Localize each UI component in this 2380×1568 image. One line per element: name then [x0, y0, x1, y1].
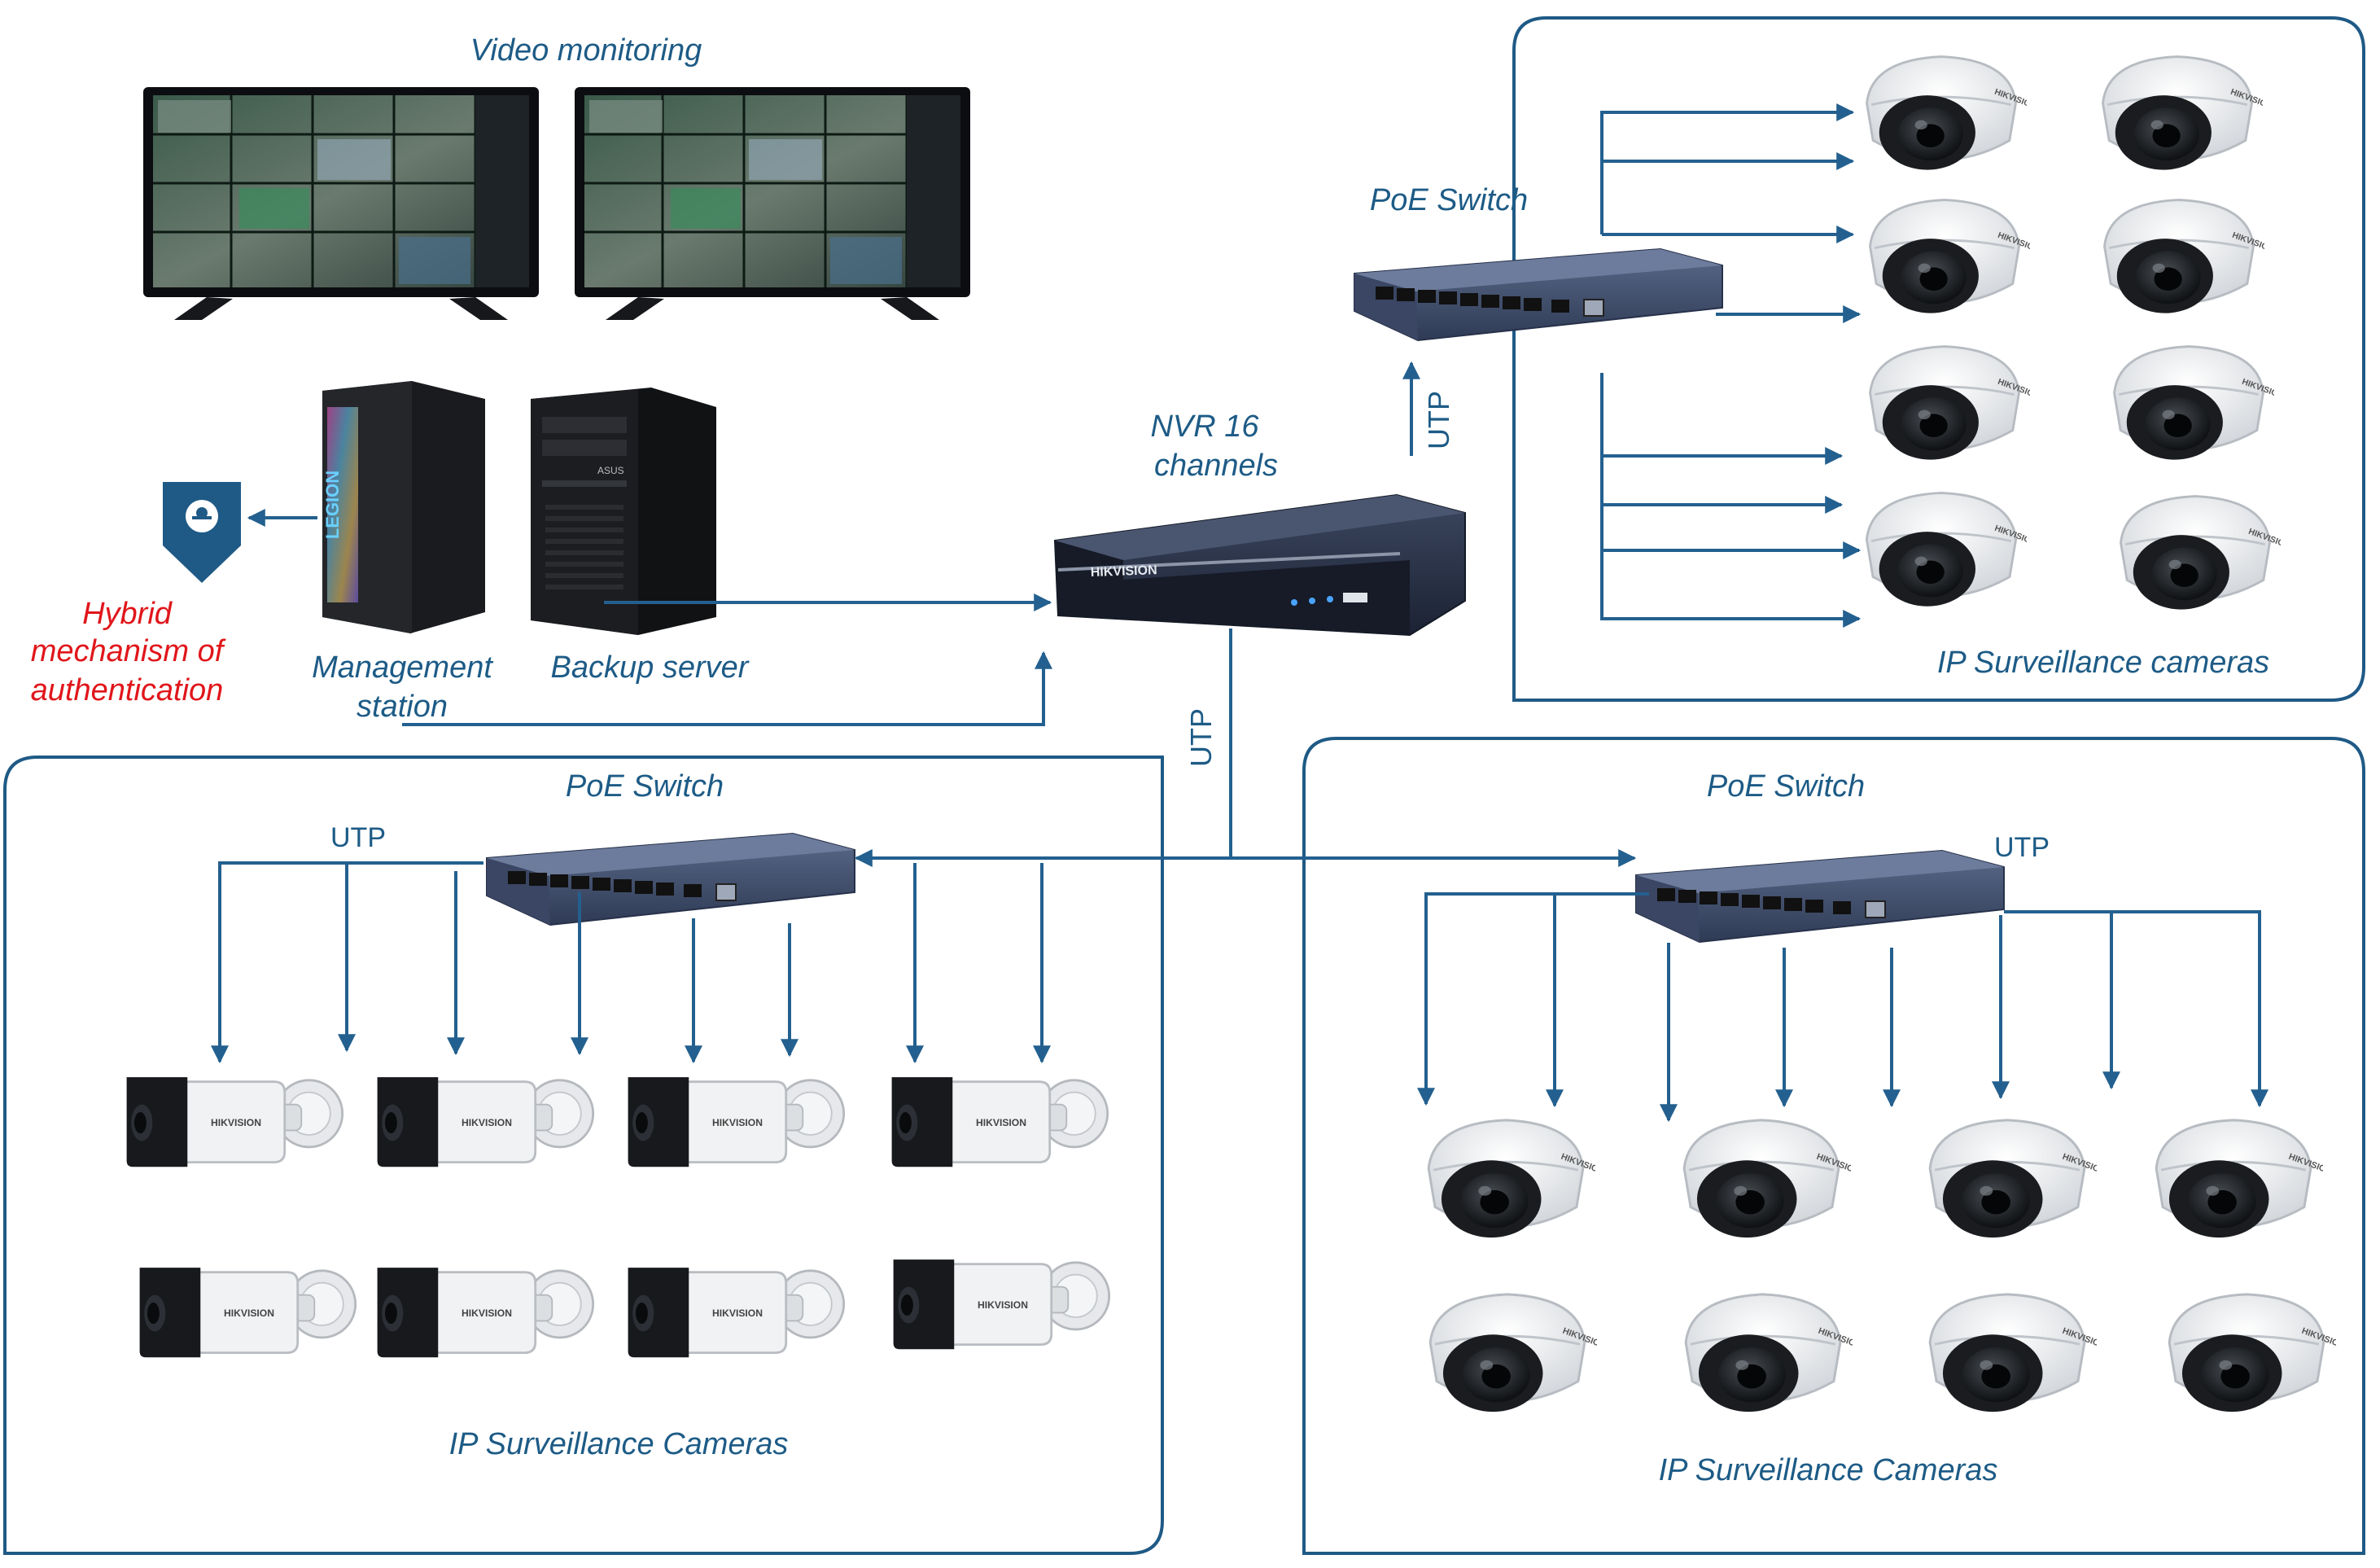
- dome-camera: [2103, 199, 2264, 315]
- monitor-right: [573, 85, 972, 322]
- nvr-recorder: HIKVISION: [1053, 493, 1466, 637]
- auth-label-2: mechanism of: [31, 634, 226, 668]
- bullet-camera: [376, 1075, 595, 1168]
- dome-camera: [2155, 1119, 2323, 1239]
- top-switch-fanout: [1600, 103, 1862, 628]
- bullet-camera: [892, 1258, 1111, 1351]
- auth-label-3: authentication: [31, 673, 224, 707]
- bullet-camera: [125, 1075, 344, 1168]
- dome-camera: [1427, 1119, 1595, 1239]
- utp-nvr-to-top-switch-label: UTP: [1422, 391, 1455, 449]
- ip-cameras-right-label: IP Surveillance Cameras: [1659, 1453, 1998, 1487]
- utp-left-label: UTP: [330, 822, 386, 853]
- dome-camera: [1928, 1119, 2097, 1239]
- left-cameras: [125, 1075, 1111, 1359]
- nvr-label-1: NVR 16: [1150, 410, 1259, 444]
- dome-camera: [1869, 199, 2030, 315]
- poe-switch-right: [1634, 849, 2006, 944]
- dome-camera: [1865, 491, 2027, 608]
- dome-camera: [2168, 1293, 2336, 1413]
- bullet-camera: [376, 1266, 595, 1359]
- bullet-camera: [890, 1075, 1109, 1168]
- dome-camera: [2120, 495, 2281, 611]
- ip-cameras-left-label: IP Surveillance Cameras: [449, 1427, 789, 1461]
- shield-pin-icon: [163, 482, 241, 583]
- poe-switch-top: [1353, 247, 1724, 342]
- auth-label-1: Hybrid: [82, 597, 173, 631]
- dome-camera: [1866, 55, 2027, 172]
- video-monitoring-label: Video monitoring: [470, 33, 702, 68]
- svg-text:LEGION: LEGION: [322, 471, 343, 539]
- poe-switch-right-label: PoE Switch: [1707, 769, 1865, 804]
- management-station-label-2: station: [357, 690, 448, 724]
- dome-camera: [1684, 1293, 1853, 1413]
- nvr-label-2: channels: [1154, 449, 1278, 483]
- top-cameras: [1865, 55, 2281, 611]
- svg-text:ASUS: ASUS: [597, 465, 624, 476]
- poe-switch-left-label: PoE Switch: [566, 769, 724, 804]
- backup-server-label: Backup server: [551, 650, 750, 685]
- management-station-pc: LEGION: [322, 381, 485, 633]
- poe-switch-left: [486, 833, 855, 926]
- backup-server: ASUS: [531, 388, 716, 635]
- bottom-right-region: [1302, 737, 2365, 1555]
- dome-camera: [1682, 1119, 1851, 1239]
- ip-cameras-top-label: IP Surveillance cameras: [1937, 646, 2269, 680]
- management-station-label-1: Management: [312, 650, 493, 685]
- left-switch-fanout: [211, 861, 1051, 1064]
- dome-camera: [2102, 55, 2263, 172]
- right-cameras: [1427, 1119, 2336, 1413]
- right-switch-fanout: [1417, 892, 2268, 1123]
- bottom-left-region: [3, 756, 1164, 1555]
- dome-camera: [2113, 345, 2274, 462]
- bullet-camera: [138, 1266, 357, 1359]
- utp-nvr-down-label: UTP: [1184, 708, 1218, 767]
- bullet-camera: [627, 1266, 846, 1359]
- dome-camera: [1428, 1293, 1597, 1413]
- top-right-region: [1512, 16, 2365, 702]
- poe-switch-top-label: PoE Switch: [1370, 183, 1528, 217]
- dome-camera: [1869, 345, 2030, 462]
- monitor-left: [142, 85, 540, 322]
- svg-text:HIKVISION: HIKVISION: [1091, 563, 1157, 580]
- dome-camera: [1928, 1293, 2097, 1413]
- utp-right-label: UTP: [1994, 832, 2050, 863]
- link-management-to-nvr: [402, 650, 1052, 726]
- bullet-camera: [627, 1075, 846, 1168]
